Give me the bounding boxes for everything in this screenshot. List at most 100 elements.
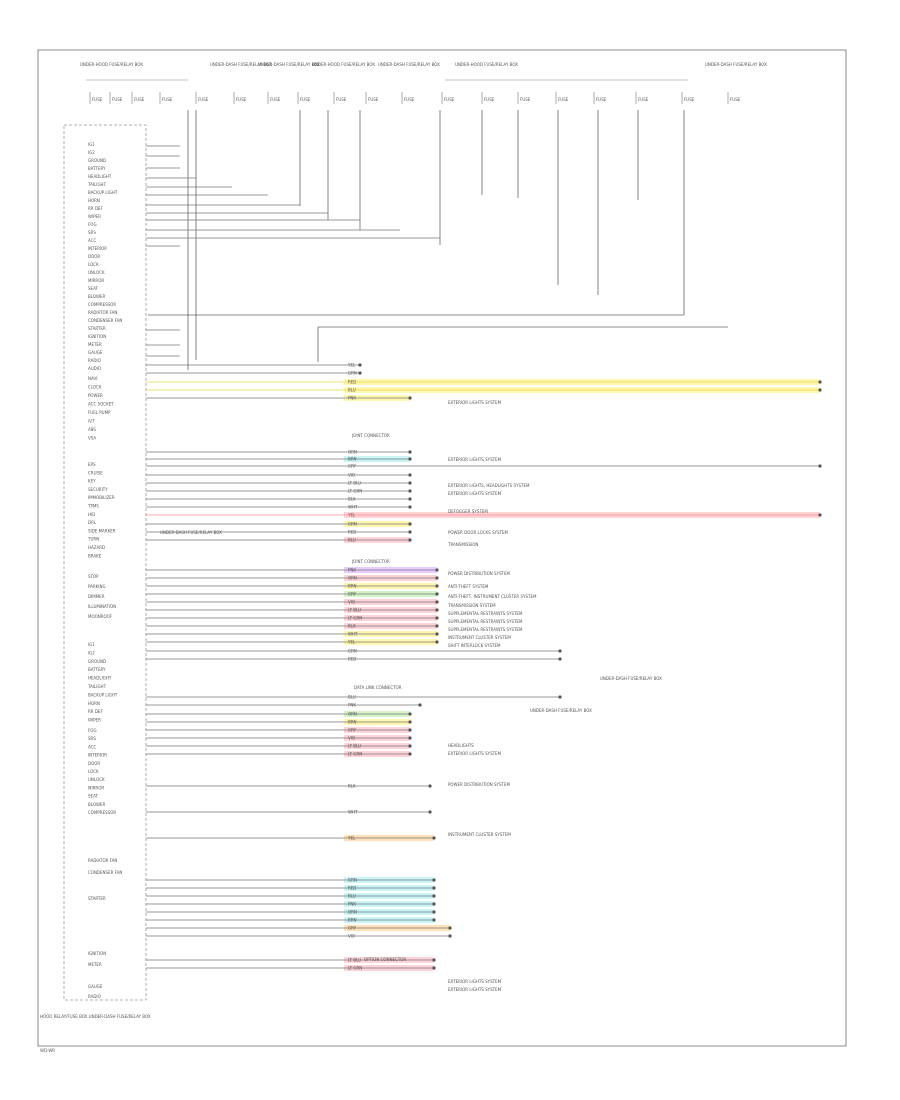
pin-label: ACC <box>88 238 96 243</box>
connector-label-1: DATA LINK CONNECTOR <box>354 685 402 690</box>
fuse-label: FUSE <box>520 97 531 102</box>
terminal-dot <box>432 958 436 962</box>
wire-code: LT BLU <box>348 480 361 485</box>
pin-label: EPS <box>88 462 96 467</box>
pin-label: BACKUP LIGHT <box>88 190 118 195</box>
fuse-label: FUSE <box>198 97 209 102</box>
wire-code: BLU <box>348 694 356 699</box>
fuse-label: FUSE <box>300 97 311 102</box>
wire-code: LT GRN <box>348 965 362 970</box>
terminal-dot <box>408 752 412 756</box>
pin-label: RADIO <box>88 358 101 363</box>
wire-code: BRN <box>348 719 357 724</box>
pin-label: IMMOBILIZER <box>88 495 115 500</box>
fuse-label: FUSE <box>92 97 103 102</box>
pin-label: IGNITION <box>88 951 106 956</box>
terminal-dot <box>432 886 436 890</box>
pin-label: RR DEF <box>88 206 103 211</box>
fuse-label: FUSE <box>596 97 607 102</box>
destination-label: EXTERIOR LIGHTS, HEADLIGHTS SYSTEM <box>448 483 530 488</box>
pin-label: KEY <box>88 479 96 484</box>
wire-code: ORN <box>348 575 357 580</box>
footer-code: WD-WR <box>40 1048 55 1053</box>
pin-label: BLOWER <box>88 802 105 807</box>
wire-code: BLU <box>348 387 356 392</box>
wire-code: BLU <box>348 537 356 542</box>
pin-label: GROUND <box>88 158 106 163</box>
terminal-dot <box>432 902 436 906</box>
terminal-dot <box>558 649 562 653</box>
pin-label: INTERIOR <box>88 753 107 758</box>
pin-label: DIMMER <box>88 594 105 599</box>
destination-label: SUPPLEMENTAL RESTRAINTS SYSTEM <box>448 619 523 624</box>
pin-label: BATTERY <box>88 166 106 171</box>
pin-label: COMPRESSOR <box>88 810 116 815</box>
terminal-dot <box>408 457 412 461</box>
terminal-dot <box>435 632 439 636</box>
terminal-dot <box>432 910 436 914</box>
terminal-dot <box>428 784 432 788</box>
pin-label: SRS <box>88 736 96 741</box>
destination-label: EXTERIOR LIGHTS SYSTEM <box>448 491 502 496</box>
pin-label: DOOR <box>88 254 100 259</box>
pin-label: MIRROR <box>88 785 104 790</box>
wire-code: VIO <box>348 599 355 604</box>
fuse-label: FUSE <box>444 97 455 102</box>
wire-code: ORN <box>348 711 357 716</box>
pin-label: INTERIOR <box>88 246 107 251</box>
connector-label-2: JOINT CONNECTOR <box>351 433 390 438</box>
pin-label: MIRROR <box>88 278 104 283</box>
terminal-dot <box>432 836 436 840</box>
terminal-dot <box>448 934 452 938</box>
pin-label: IG1 <box>88 142 95 147</box>
pin-label: RADIO <box>88 994 101 999</box>
terminal-dot <box>408 538 412 542</box>
pin-label: CRUISE <box>88 470 103 475</box>
destination-label: INSTRUMENT CLUSTER SYSTEM <box>448 832 511 837</box>
pin-label: HORN <box>88 198 100 203</box>
pin-label: UNLOCK <box>88 270 105 275</box>
control-unit-box <box>63 124 147 1001</box>
destination-label: DEFOGGER SYSTEM <box>448 509 488 514</box>
terminal-dot <box>428 810 432 814</box>
pin-label: HID <box>88 512 95 517</box>
wire-code: LT GRN <box>348 488 362 493</box>
pin-label: A/T <box>88 419 95 424</box>
terminal-dot <box>435 592 439 596</box>
wire-code: BLU <box>348 893 356 898</box>
wire-code: BRN <box>348 583 357 588</box>
destination-labels: EXTERIOR LIGHTS SYSTEM EXTERIOR LIGHTS SY… <box>447 400 537 992</box>
pin-label: BACKUP LIGHT <box>88 692 118 697</box>
pin-label: SEAT <box>88 286 98 291</box>
fuse-group-label: UNDER-DASH FUSE/RELAY BOX <box>258 62 320 67</box>
pin-label: IG1 <box>88 642 95 647</box>
pin-label: RR DEF <box>88 709 103 714</box>
terminal-dot <box>432 918 436 922</box>
destination-label: TRANSMISSION SYSTEM <box>447 603 496 608</box>
terminal-dot <box>435 608 439 612</box>
fuse-label: FUSE <box>112 97 123 102</box>
pin-label: VSA <box>88 436 96 441</box>
wire-code: YEL <box>347 639 356 644</box>
fuse-label: FUSE <box>638 97 649 102</box>
terminal-dot <box>432 878 436 882</box>
pin-label: ABS <box>88 427 96 432</box>
pin-label: UNLOCK <box>88 777 105 782</box>
wire-code: LT GRN <box>348 615 362 620</box>
terminal-dot <box>435 624 439 628</box>
destination-label: SHIFT INTERLOCK SYSTEM <box>448 643 501 648</box>
wire-code: VIO <box>348 933 355 938</box>
pin-label: COMPRESSOR <box>88 302 116 307</box>
pin-label: ACC <box>88 744 96 749</box>
wire-code: RED <box>348 885 356 890</box>
pin-label: SECURITY <box>88 487 108 492</box>
pin-label: RADIATOR FAN <box>88 310 117 315</box>
fuse-group-label: UNDER-HOOD FUSE/RELAY BOX <box>312 62 375 67</box>
wire-code: WHT <box>348 631 358 636</box>
connector-label-3: JOINT CONNECTOR <box>351 559 390 564</box>
destination-label: EXTERIOR LIGHTS SYSTEM <box>448 400 502 405</box>
wire-code: GRY <box>348 463 357 468</box>
wire-code: WHT <box>348 809 358 814</box>
pin-label: TURN <box>87 537 99 542</box>
